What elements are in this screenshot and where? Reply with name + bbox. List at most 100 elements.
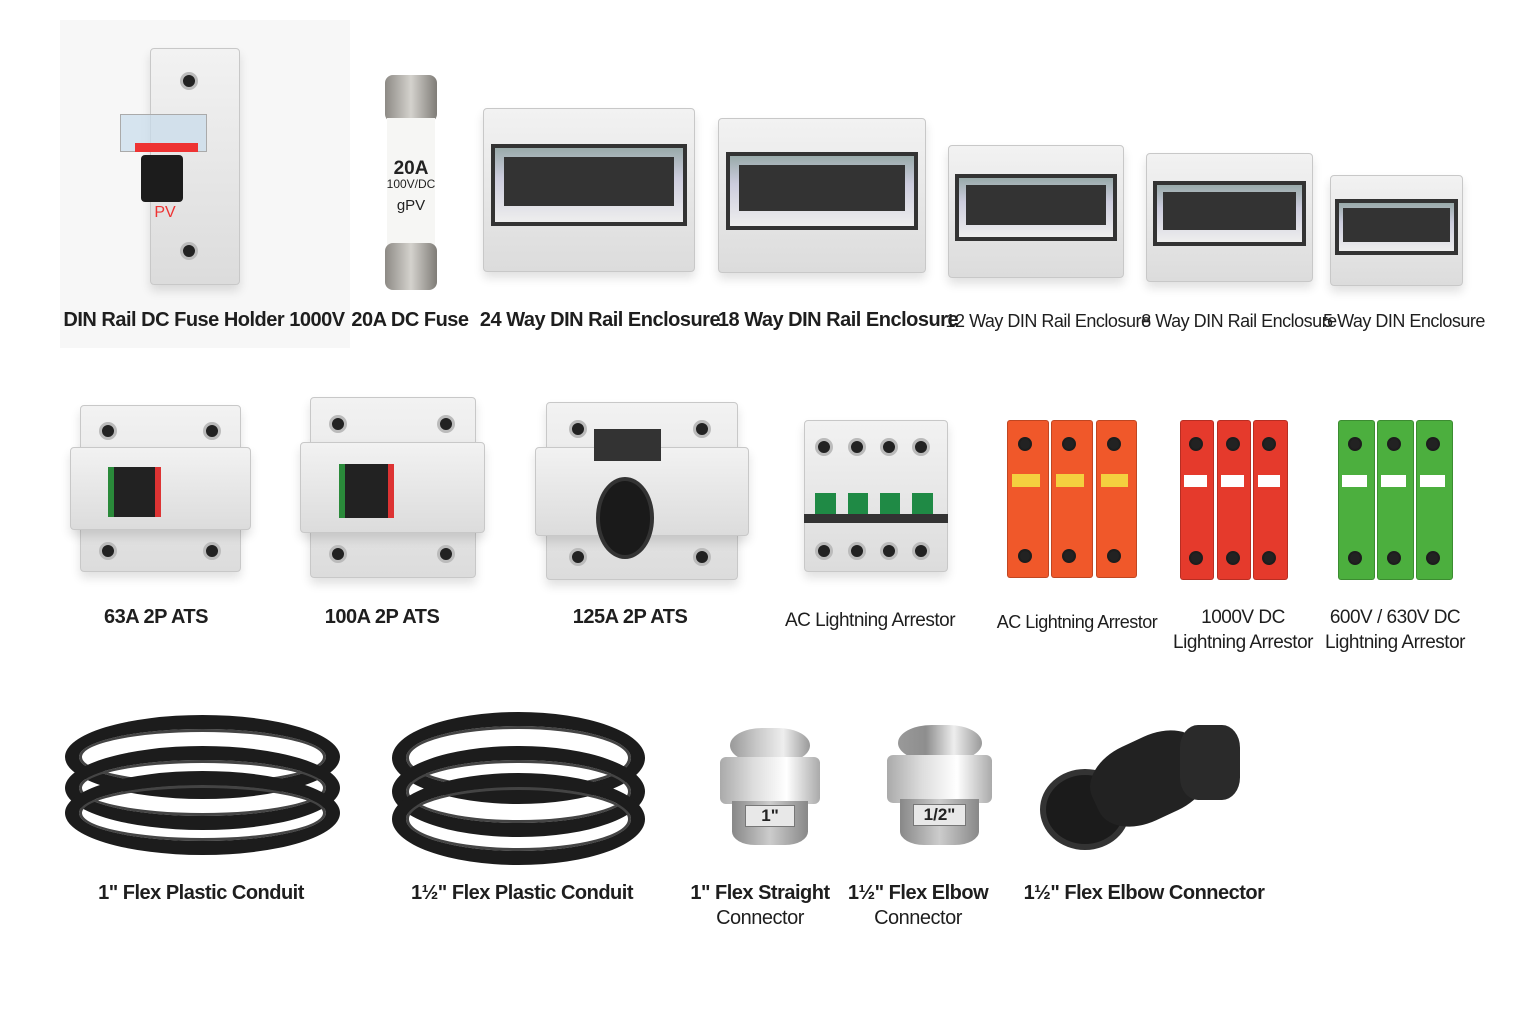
terminal-icon bbox=[1017, 436, 1032, 451]
terminal-icon bbox=[1425, 436, 1440, 451]
tie-bar bbox=[803, 514, 948, 524]
terminal-icon bbox=[815, 541, 834, 560]
spd-module bbox=[1376, 420, 1414, 580]
terminal-icon bbox=[1189, 550, 1204, 565]
terminal-icon bbox=[1386, 550, 1401, 565]
spd-module bbox=[1051, 420, 1093, 578]
product-label: 100A 2P ATS bbox=[324, 606, 440, 628]
product-label: 12 Way DIN Rail Enclosure bbox=[945, 311, 1151, 331]
status-window bbox=[1381, 474, 1406, 488]
rotary-knob bbox=[595, 476, 655, 559]
din-enclosure-icon bbox=[483, 108, 695, 272]
product-label: Lightning Arrestor bbox=[1325, 632, 1465, 653]
size-marking: 1" bbox=[745, 805, 795, 828]
din-enclosure-icon bbox=[718, 118, 926, 273]
terminal-icon bbox=[847, 541, 866, 560]
terminal-icon bbox=[815, 438, 834, 457]
terminal-icon bbox=[1062, 548, 1077, 563]
product-label: Connector bbox=[716, 907, 804, 929]
coil-ring bbox=[65, 771, 340, 855]
terminal-icon bbox=[1347, 436, 1362, 451]
elbow-end bbox=[1180, 725, 1240, 800]
din-enclosure-icon bbox=[1330, 175, 1463, 286]
spd-module bbox=[1095, 420, 1138, 578]
din-slot bbox=[1162, 191, 1297, 231]
size-marking: 1/2" bbox=[913, 804, 966, 827]
fuse-cap bbox=[385, 242, 437, 290]
elbow-connector-icon bbox=[1040, 715, 1240, 850]
terminal-icon bbox=[1225, 436, 1240, 451]
terminal-icon bbox=[1347, 550, 1362, 565]
fuse-marking: gPV bbox=[396, 196, 426, 214]
product-label: AC Lightning Arrestor bbox=[996, 612, 1158, 632]
spd-module bbox=[1253, 420, 1288, 580]
ats-switch-icon bbox=[70, 405, 260, 572]
status-window bbox=[1342, 474, 1367, 488]
terminal-icon bbox=[203, 541, 221, 560]
status-window bbox=[1100, 474, 1129, 487]
conduit-coil-icon bbox=[392, 712, 645, 865]
terminal-icon bbox=[568, 419, 587, 438]
terminal-icon bbox=[1189, 436, 1204, 451]
spd-module bbox=[1180, 420, 1215, 580]
terminal-icon bbox=[436, 415, 455, 434]
straight-connector-icon: 1" bbox=[720, 728, 820, 845]
terminal-icon bbox=[1062, 436, 1077, 451]
product-label: 20A DC Fuse bbox=[351, 309, 469, 331]
toggle bbox=[880, 492, 901, 515]
terminal-icon bbox=[98, 421, 117, 440]
terminal-icon bbox=[912, 438, 931, 457]
connector-nut bbox=[720, 757, 820, 805]
4-pole-breaker-icon bbox=[795, 420, 965, 572]
fuse-cap bbox=[385, 75, 437, 123]
terminal-icon bbox=[180, 242, 198, 261]
product-label: Lightning Arrestor bbox=[1173, 632, 1313, 653]
fuse-body bbox=[387, 118, 435, 247]
terminal-icon bbox=[1225, 550, 1240, 565]
product-label: 63A 2P ATS bbox=[104, 606, 208, 628]
terminal-icon bbox=[692, 547, 711, 566]
lcd-display bbox=[593, 428, 661, 461]
product-label: Connector bbox=[874, 907, 962, 929]
spd-module bbox=[1415, 420, 1453, 580]
terminal-icon bbox=[436, 545, 455, 564]
din-slot bbox=[1343, 208, 1450, 242]
product-label: 5 Way DIN Enclosure bbox=[1323, 311, 1485, 331]
status-window bbox=[1420, 474, 1445, 488]
terminal-icon bbox=[847, 438, 866, 457]
gland-connector-icon: 1/2" bbox=[887, 725, 992, 845]
spd-module bbox=[1338, 420, 1375, 580]
product-label: AC Lightning Arrestor bbox=[784, 610, 956, 631]
surge-protector-icon bbox=[1180, 420, 1290, 580]
terminal-icon bbox=[1017, 548, 1032, 563]
status-window bbox=[1257, 474, 1281, 488]
din-enclosure-icon bbox=[948, 145, 1124, 278]
ats-switch-icon bbox=[300, 397, 495, 578]
ats-rotary-switch-icon bbox=[535, 402, 760, 580]
terminal-icon bbox=[880, 541, 898, 560]
product-label: 1½" Flex Plastic Conduit bbox=[411, 882, 633, 904]
toggle-lever bbox=[108, 466, 162, 517]
terminal-icon bbox=[912, 541, 931, 560]
product-label: DIN Rail DC Fuse Holder 1000V bbox=[63, 309, 345, 331]
pv-marking: PV bbox=[154, 204, 176, 222]
status-window bbox=[1184, 474, 1207, 488]
surge-protector-icon bbox=[1007, 420, 1140, 578]
terminal-icon bbox=[568, 547, 587, 566]
red-indicator bbox=[135, 142, 198, 153]
product-label: 18 Way DIN Rail Enclosure bbox=[717, 309, 959, 331]
product-label: 8 Way DIN Rail Enclosure bbox=[1141, 311, 1337, 331]
terminal-icon bbox=[1106, 436, 1121, 451]
terminal-icon bbox=[329, 415, 348, 434]
toggle bbox=[847, 492, 869, 515]
status-window bbox=[1056, 474, 1085, 487]
terminal-icon bbox=[1386, 436, 1401, 451]
conduit-coil-icon bbox=[65, 715, 340, 855]
terminal-icon bbox=[180, 71, 198, 90]
status-window bbox=[1220, 474, 1244, 488]
terminal-icon bbox=[880, 438, 898, 457]
terminal-icon bbox=[1425, 550, 1440, 565]
surge-protector-icon bbox=[1338, 420, 1455, 580]
toggle-lever bbox=[339, 463, 394, 519]
